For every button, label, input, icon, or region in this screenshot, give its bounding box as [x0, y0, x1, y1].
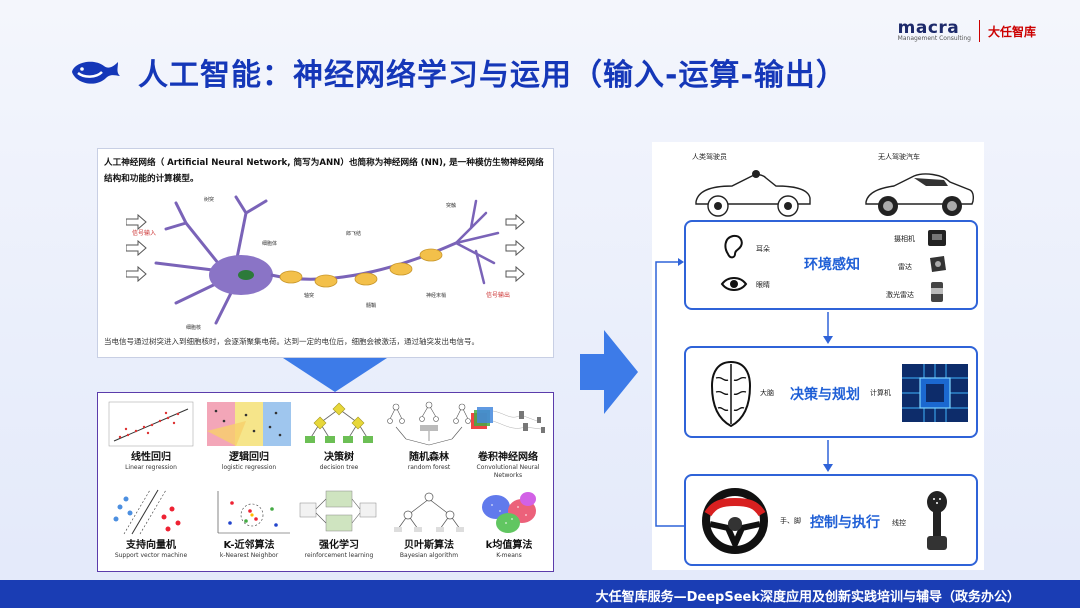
ann-intro-text: 人工神经网络（ Artificial Neural Network, 简写为AN…: [104, 155, 549, 187]
decision-box: 大脑 决策与规划 计算机: [684, 346, 978, 438]
lidar-label: 激光雷达: [886, 290, 914, 300]
model-subtitle: Convolutional Neural Networks: [462, 464, 554, 480]
model-card: 线性回归 Linear regression: [106, 401, 196, 472]
k-means-icon: [466, 489, 552, 535]
model-name: k均值算法: [464, 539, 554, 552]
bayesian-icon: [386, 489, 472, 535]
brand-logo-group: macra Management Consulting 大任智库: [898, 20, 1036, 42]
autonomous-driving-panel: 人类驾驶员 无人驾驶汽车 耳朵 眼睛 环境感知 摄相机: [652, 142, 984, 570]
neuron-panel: 人工神经网络（ Artificial Neural Network, 简写为AN…: [97, 148, 554, 358]
brain-label: 大脑: [760, 388, 774, 398]
model-card: 支持向量机 Support vector machine: [106, 489, 196, 560]
label-axon: 轴突: [304, 292, 314, 299]
slide-title-group: 人工智能：神经网络学习与运用（输入-运算-输出）: [68, 50, 847, 94]
label-nucleus: 细胞核: [186, 324, 201, 331]
model-name: 贝叶斯算法: [384, 539, 474, 552]
decision-title: 决策与规划: [790, 384, 860, 404]
model-card: 逻辑回归 logistic regression: [204, 401, 294, 472]
radar-icon: [926, 254, 948, 274]
eye-icon: [720, 274, 748, 294]
cnn-icon: [465, 401, 551, 447]
right-arrow-icon: [576, 330, 638, 414]
limbs-label: 手、脚: [780, 516, 801, 526]
gear-shift-icon: [924, 490, 950, 554]
model-card: 强化学习 reinforcement learning: [294, 489, 384, 560]
footer-bar: 大任智库服务—DeepSeek深度应用及创新实践培训与辅导（政务办公）: [0, 580, 1080, 608]
label-terminal: 神经末梢: [426, 292, 446, 299]
model-subtitle: reinforcement learning: [294, 552, 384, 560]
input-label: 信号输入: [132, 229, 156, 237]
model-subtitle: Bayesian algorithm: [384, 552, 474, 560]
knn-icon: [206, 489, 292, 535]
brain-icon: [708, 358, 754, 430]
model-card: 贝叶斯算法 Bayesian algorithm: [384, 489, 474, 560]
eye-label: 眼睛: [756, 280, 770, 290]
decision-tree-icon: [296, 401, 382, 447]
ml-models-panel: 线性回归 Linear regression 逻辑回归 logistic reg…: [97, 392, 554, 572]
model-subtitle: decision tree: [294, 464, 384, 472]
camera-icon: [926, 228, 948, 248]
reinforcement-learning-icon: [296, 489, 382, 535]
page-title: 人工智能：神经网络学习与运用（输入-运算-输出）: [138, 50, 847, 94]
brand-name-cn: 大任智库: [988, 23, 1036, 40]
macra-logo: macra Management Consulting: [898, 21, 971, 42]
output-label: 信号输出: [486, 291, 510, 299]
model-card: K-近邻算法 k-Nearest Neighbor: [204, 489, 294, 560]
brand-divider: [979, 20, 980, 42]
model-card: k均值算法 K-means: [464, 489, 554, 560]
down-arrow-icon: [283, 358, 387, 392]
ear-label: 耳朵: [756, 244, 770, 254]
brand-logo-text: macra: [898, 21, 971, 35]
label-myelin: 髓鞘: [366, 302, 376, 309]
model-subtitle: random forest: [384, 464, 474, 472]
label-synapse: 突触: [446, 202, 456, 209]
model-name: 逻辑回归: [204, 451, 294, 464]
model-card: 随机森林 random forest: [384, 401, 474, 472]
label-node: 郎飞结: [346, 230, 361, 237]
linear-regression-icon: [108, 401, 194, 447]
perception-box: 耳朵 眼睛 环境感知 摄相机 雷达 激光雷达: [684, 220, 978, 310]
wire-control-label: 线控: [892, 518, 906, 528]
label-cell-body: 细胞体: [262, 240, 277, 247]
random-forest-icon: [386, 401, 472, 447]
neuron-diagram: 信号输入 信号输出 树突 细胞体 细胞核: [126, 193, 526, 333]
ear-icon: [722, 234, 744, 260]
model-name: 随机森林: [384, 451, 474, 464]
model-subtitle: Support vector machine: [106, 552, 196, 560]
lidar-icon: [928, 280, 946, 304]
label-dendrite: 树突: [204, 196, 214, 203]
model-subtitle: K-means: [464, 552, 554, 560]
camera-label: 摄相机: [894, 234, 915, 244]
whale-icon: [68, 56, 124, 88]
brand-subtitle: Management Consulting: [898, 35, 971, 42]
steering-wheel-icon: [702, 488, 768, 554]
model-name: 线性回归: [106, 451, 196, 464]
neuron-caption: 当电信号通过树突进入到细胞核时，会逐渐聚集电荷。达到一定的电位后，细胞会被激活，…: [104, 336, 549, 347]
model-card: 卷积神经网络 Convolutional Neural Networks: [462, 401, 554, 480]
model-name: K-近邻算法: [204, 539, 294, 552]
radar-label: 雷达: [898, 262, 912, 272]
cpu-chip-icon: [902, 364, 968, 422]
model-name: 决策树: [294, 451, 384, 464]
perception-title: 环境感知: [804, 254, 860, 274]
model-name: 支持向量机: [106, 539, 196, 552]
computer-label: 计算机: [870, 388, 891, 398]
model-subtitle: Linear regression: [106, 464, 196, 472]
model-card: 决策树 decision tree: [294, 401, 384, 472]
model-subtitle: k-Nearest Neighbor: [204, 552, 294, 560]
logistic-regression-icon: [206, 401, 292, 447]
model-name: 卷积神经网络: [462, 451, 554, 464]
model-subtitle: logistic regression: [204, 464, 294, 472]
model-name: 强化学习: [294, 539, 384, 552]
control-box: 手、脚 控制与执行 线控: [684, 474, 978, 566]
svm-icon: [108, 489, 194, 535]
footer-text: 大任智库服务—DeepSeek深度应用及创新实践培训与辅导（政务办公）: [596, 586, 1020, 605]
control-title: 控制与执行: [810, 512, 880, 532]
